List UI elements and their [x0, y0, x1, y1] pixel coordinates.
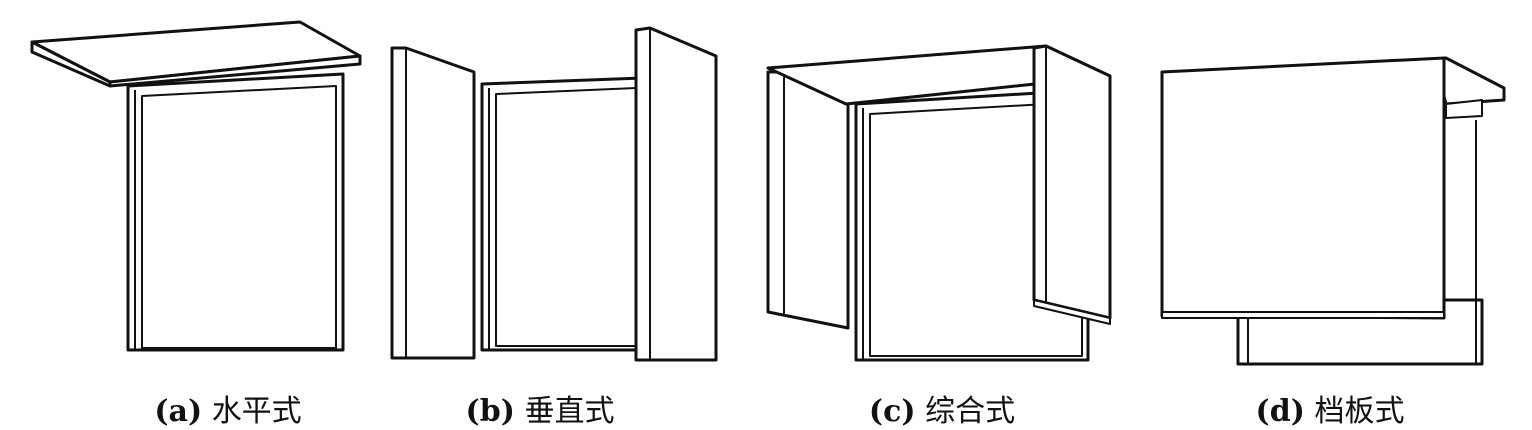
baffle-panel [1160, 56, 1446, 320]
shading-diagrams [30, 20, 1506, 366]
panel-a-horizontal-shade [30, 20, 362, 352]
canopy-underside [1445, 99, 1483, 119]
window-inner-frame [869, 101, 1083, 357]
horizontal-slab-side-edge [108, 54, 362, 88]
caption-d-name: 档板式 [1314, 394, 1405, 429]
caption-a-name: 水平式 [211, 394, 302, 429]
caption-b-label: (b) [465, 394, 515, 429]
right-fin-bottom-edge [1033, 299, 1111, 325]
caption-c-label: (c) [868, 394, 916, 429]
caption-a: (a) 水平式 [154, 386, 301, 429]
caption-c-name: 综合式 [925, 394, 1016, 429]
caption-c: (c) 综合式 [869, 386, 1015, 429]
window-inner-frame [495, 87, 637, 347]
caption-d-label: (d) [1255, 394, 1305, 429]
left-vertical-fin [766, 70, 850, 330]
caption-d: (d) 档板式 [1256, 386, 1405, 429]
panel-c-combined-shade [766, 44, 1112, 362]
panel-d-baffle-shade [1160, 56, 1506, 366]
caption-a-label: (a) [154, 394, 203, 429]
right-vertical-fin [1032, 44, 1112, 320]
right-vertical-fin [634, 26, 718, 362]
window-inner-frame [141, 85, 337, 349]
baffle-bottom-edge [1161, 311, 1445, 319]
caption-b: (b) 垂直式 [466, 386, 615, 429]
left-vertical-fin [390, 46, 476, 360]
caption-b-name: 垂直式 [524, 394, 615, 429]
panel-b-vertical-shade [390, 26, 718, 362]
